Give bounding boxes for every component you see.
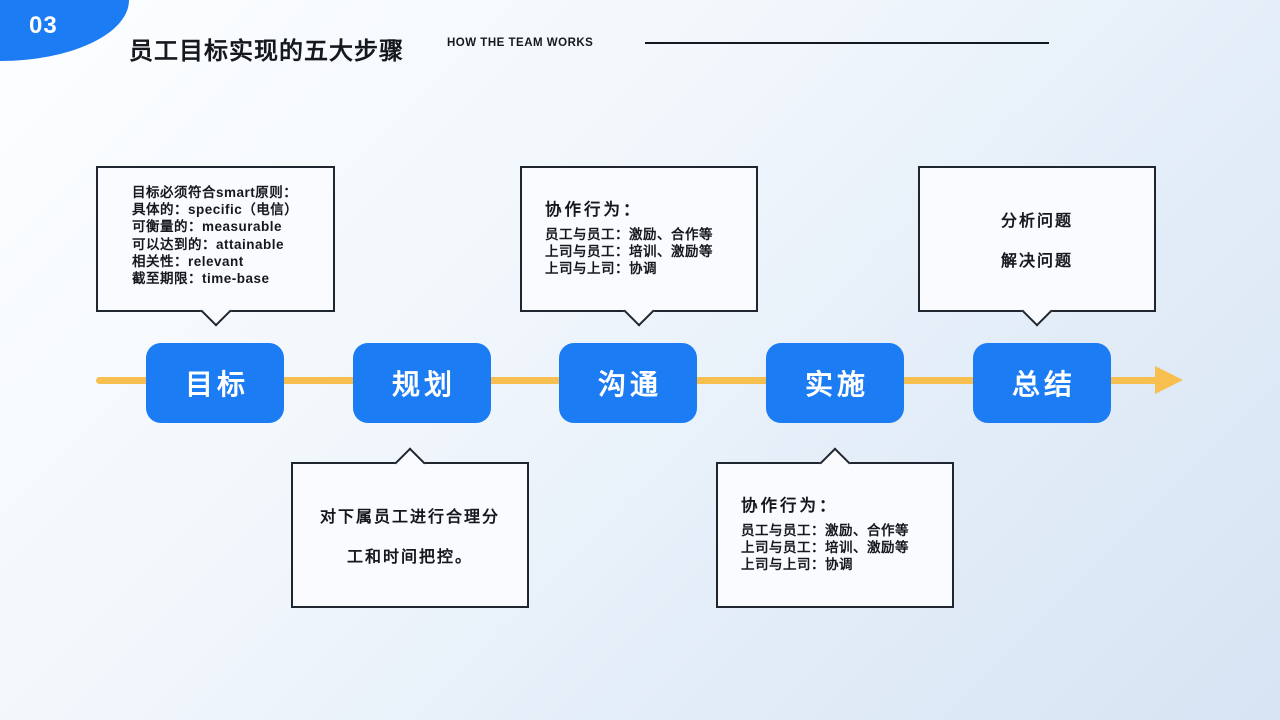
callout-text-line: 上司与员工：培训、激励等: [741, 540, 909, 556]
callout-text-line: 对下属员工进行合理分: [319, 509, 500, 526]
callout-communication: 协作行为： 员工与员工：激励、合作等 上司与员工：培训、激励等 上司与上司：协调: [520, 166, 758, 327]
callout-text-line: 分析问题: [1000, 213, 1073, 230]
callout-communication-body: 协作行为： 员工与员工：激励、合作等 上司与员工：培训、激励等 上司与上司：协调: [522, 168, 756, 310]
callout-summary: 分析问题 解决问题: [918, 166, 1156, 327]
callout-text-line: 工和时间把控。: [346, 549, 473, 566]
callout-text-line: 解决问题: [1000, 253, 1073, 270]
callout-goal-body: 目标必须符合smart原则： 具体的：specific（电信） 可衡量的：mea…: [98, 168, 333, 310]
callout-text-line: 上司与员工：培训、激励等: [545, 244, 713, 260]
callout-text-line: 员工与员工：激励、合作等: [545, 227, 713, 242]
callout-text-line: 上司与上司：协调: [741, 557, 853, 573]
callout-text-line: 截至期限：time-base: [132, 271, 270, 287]
callout-planning: 对下属员工进行合理分 工和时间把控。: [291, 447, 529, 608]
chapter-badge: 03: [0, 0, 129, 61]
callout-summary-body: 分析问题 解决问题: [920, 168, 1154, 310]
step-implementation: 实施: [766, 343, 904, 423]
callout-text-line: 可以达到的：attainable: [132, 236, 285, 252]
callout-implementation-body: 协作行为： 员工与员工：激励、合作等 上司与员工：培训、激励等 上司与上司：协调: [718, 464, 952, 606]
step-goal: 目标: [146, 343, 284, 423]
callout-heading: 协作行为：: [545, 201, 643, 219]
callout-goal: 目标必须符合smart原则： 具体的：specific（电信） 可衡量的：mea…: [96, 166, 335, 327]
step-planning: 规划: [353, 343, 491, 423]
callout-heading: 协作行为：: [741, 497, 839, 515]
callout-implementation: 协作行为： 员工与员工：激励、合作等 上司与员工：培训、激励等 上司与上司：协调: [716, 447, 954, 608]
page-subtitle: HOW THE TEAM WORKS: [447, 37, 594, 49]
chapter-number: 03: [29, 12, 58, 39]
callout-planning-body: 对下属员工进行合理分 工和时间把控。: [293, 464, 527, 606]
callout-text-line: 上司与上司：协调: [545, 261, 657, 277]
callout-text-line: 可衡量的：measurable: [132, 219, 283, 235]
step-summary: 总结: [973, 343, 1111, 423]
timeline-arrowhead-icon: [1155, 366, 1183, 394]
callout-text-line: 员工与员工：激励、合作等: [741, 523, 909, 538]
callout-text-line: 相关性：relevant: [132, 253, 244, 269]
step-communication: 沟通: [559, 343, 697, 423]
header-divider: [645, 42, 1049, 44]
page-title: 员工目标实现的五大步骤: [129, 38, 404, 65]
callout-text-line: 目标必须符合smart原则：: [132, 185, 298, 200]
callout-text-line: 具体的：specific（电信）: [132, 202, 299, 218]
